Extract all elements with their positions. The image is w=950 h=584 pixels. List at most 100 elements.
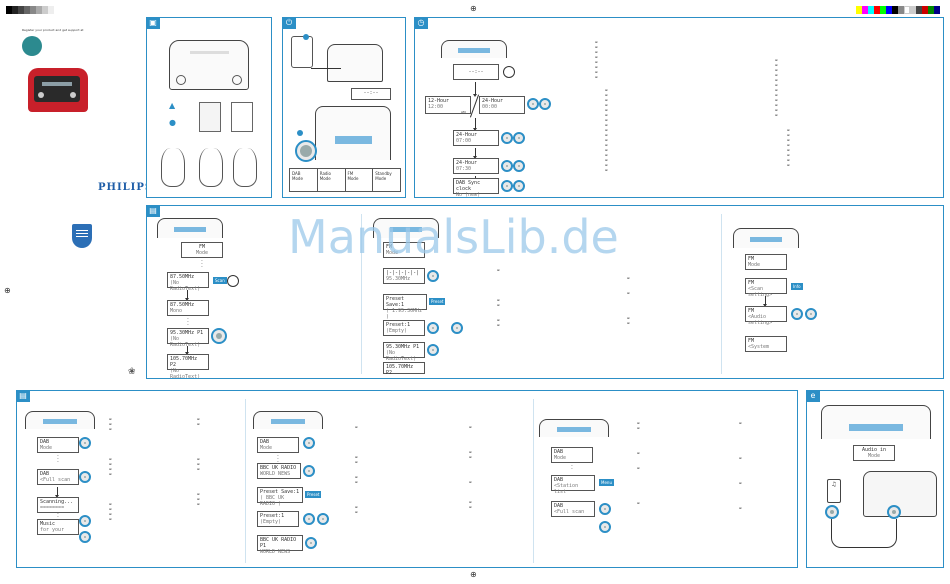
tune-knob-8 (513, 180, 525, 192)
radio-front-illustration (315, 106, 391, 160)
fm-screen-preset-save: Preset Save:1( 1.95.30MHz ) (383, 294, 427, 320)
product-photo-radio (28, 60, 90, 115)
registration-mark-left: ⊕ (4, 286, 11, 295)
am-label: AM (461, 110, 466, 114)
philips-wordmark: PHILIPS (98, 182, 154, 193)
tune-knob-dab-11 (599, 521, 611, 533)
step-1-marker (303, 34, 309, 40)
wall-socket-illustration (291, 36, 313, 68)
dab-screen-scanning: Scanning...======== (37, 497, 79, 513)
language-marks-column-3: ⊞⊞⊞⊞⊞⊞⊞⊞⊞⊞⊞⊞ (775, 58, 778, 117)
dab-screen-preset-save: Preset Save:1( BBC UK RADIO ) (257, 487, 303, 507)
fm-divider-2 (721, 214, 722, 374)
fm-screen-scan-setting: FM<Scan setting> (745, 278, 787, 298)
timer-icon-fm (227, 275, 239, 287)
color-calibration-bar-right (856, 6, 940, 14)
info-badge-fm: Info (791, 283, 803, 290)
dab-screen-full-scan: DAB<Full scan (37, 469, 79, 485)
headphone-jack-icon (825, 505, 839, 519)
box-icon: ▣ (146, 17, 160, 29)
language-marks-fm-2: ⊞⊞⊞⊞ (627, 276, 630, 325)
fm-screen-95-30: 95.30MHz P1(No RadioText) (167, 328, 209, 348)
tune-knob-dab-9 (305, 537, 317, 549)
philips-shield-logo-icon (72, 224, 92, 248)
tune-knob-fm-3 (427, 322, 439, 334)
cable-illustration-2 (199, 148, 223, 187)
preset-badge-fm: Preset (429, 298, 446, 305)
language-marks-column-4: ⊞⊞⊞⊞⊞⊞⊞⊞ (787, 128, 790, 167)
cable-illustration-3 (233, 148, 257, 187)
tune-knob-6 (513, 160, 525, 172)
radio-top-illustration-dab-3 (539, 419, 609, 437)
tune-knob-dab-2 (79, 471, 91, 483)
fm-screen-system: FM<System (745, 336, 787, 352)
tune-knob-fm-5 (427, 344, 439, 356)
fm-screen-audio-setting: FM<Audio setting> (745, 306, 787, 326)
fm-screen-preset-empty: Preset:1(Empty) (383, 320, 425, 336)
tune-knob-1 (527, 98, 539, 110)
dab-screen-full-scan-2: DAB<Full scan (551, 501, 595, 517)
tune-knob-dab-7 (303, 513, 315, 525)
radio-back-illustration-audio (863, 471, 937, 517)
plug-icon: ⏻ (282, 17, 296, 29)
tune-knob-fm-7 (805, 308, 817, 320)
fm-screen-preset-1: 95.30MHz P1(No RadioText) (383, 342, 425, 362)
tune-knob-dab-4 (79, 531, 91, 543)
header-small-title: Register your product and get support at (22, 28, 84, 32)
preset-badge-dab: Preset (305, 491, 322, 498)
aux-in-jack-icon (887, 505, 901, 519)
dab-screen-preset-empty: Preset:1(Empty) (257, 511, 299, 527)
radio-back-illustration (327, 44, 383, 82)
tune-knob-fm-6 (791, 308, 803, 320)
watermark-text: ManualsLib.de (288, 210, 619, 264)
language-marks-column-2: ⊞⊞⊞⊞⊞⊞⊞⊞⊞⊞⊞⊞⊞⊞⊞⊞⊞ (605, 88, 608, 172)
fm-screen-105-70: 105.70MHz P2(No RadioText) (167, 354, 209, 380)
timer-icon (503, 66, 515, 78)
fm-screen-tuning: |-|-|-|-|-|95.30MHz (383, 268, 425, 284)
tune-knob-7 (501, 180, 513, 192)
safety-leaflet-illustration (199, 102, 221, 132)
tune-knob-4 (513, 132, 525, 144)
panel-box-contents: ▣ ▲ ● (146, 17, 272, 198)
tune-knob-dab-5 (303, 437, 315, 449)
language-marks-dab-3: ⊞⊞⊞⊞⊞⊞⊞ (355, 425, 358, 514)
radio-top-illustration-audio (821, 405, 931, 439)
tune-knob-3 (501, 132, 513, 144)
step-2-marker (297, 130, 303, 136)
slash-divider (469, 94, 480, 118)
setup-clock-screen: --:-- (351, 88, 391, 100)
radio-top-illustration-fm-1 (157, 218, 223, 238)
tune-knob-dab-10 (599, 503, 611, 515)
language-marks-dab-6: ⊞⊞⊞⊞ (739, 421, 742, 510)
language-marks-fm-1: ⊞⊞⊞⊞⊞ (497, 268, 500, 327)
language-marks-column-1: ⊞⊞⊞⊞⊞⊞⊞⊞ (595, 40, 598, 79)
tune-knob-dab-1 (79, 437, 91, 449)
warning-icon: ▲ (169, 101, 176, 110)
language-marks-dab-5: ⊞⊞⊞⊞⊞ (637, 421, 640, 505)
radio-top-illustration-fm-2 (373, 218, 439, 238)
tune-knob-fm-2 (427, 270, 439, 282)
tune-knob-dab-6 (303, 465, 315, 477)
radio-illustration (169, 40, 249, 90)
radio-icon: ▤ (146, 205, 160, 217)
language-marks-dab-2: ⊞⊞⊞⊞⊞⊞⊞⊞ (197, 417, 200, 506)
